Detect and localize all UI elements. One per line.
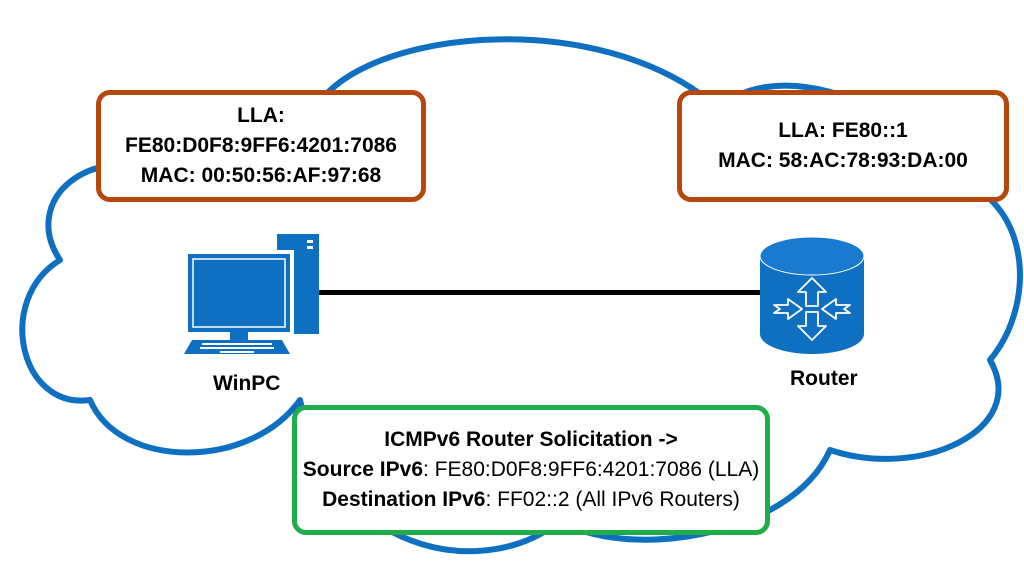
pc-info-box: LLA: FE80:D0F8:9FF6:4201:7086 MAC: 00:50… bbox=[96, 90, 426, 202]
router-label: Router bbox=[790, 367, 858, 390]
destination-ipv6-value: : FF02::2 (All IPv6 Routers) bbox=[485, 488, 740, 511]
source-ipv6-label: Source IPv6 bbox=[302, 458, 424, 481]
pc-lla-label: LLA: bbox=[237, 104, 285, 127]
desktop-computer-icon bbox=[184, 234, 319, 354]
router-mac: MAC: 58:AC:78:93:DA:00 bbox=[718, 149, 968, 172]
router-info-box: LLA: FE80::1 MAC: 58:AC:78:93:DA:00 bbox=[677, 90, 1009, 202]
packet-title: ICMPv6 Router Solicitation -> bbox=[384, 428, 678, 451]
source-ipv6-value: : FE80:D0F8:9FF6:4201:7086 (LLA) bbox=[423, 458, 760, 481]
router-lla: LLA: FE80::1 bbox=[778, 119, 908, 142]
packet-source: Source IPv6: FE80:D0F8:9FF6:4201:7086 (L… bbox=[297, 455, 765, 485]
router-solicitation-box: ICMPv6 Router Solicitation -> Source IPv… bbox=[292, 405, 770, 535]
router-icon bbox=[759, 236, 865, 354]
packet-destination: Destination IPv6: FF02::2 (All IPv6 Rout… bbox=[297, 485, 765, 515]
pc-label: WinPC bbox=[213, 372, 281, 395]
pc-lla-value: FE80:D0F8:9FF6:4201:7086 bbox=[125, 134, 397, 157]
pc-mac: MAC: 00:50:56:AF:97:68 bbox=[140, 164, 382, 187]
network-link bbox=[318, 290, 760, 295]
destination-ipv6-label: Destination IPv6 bbox=[322, 488, 486, 511]
